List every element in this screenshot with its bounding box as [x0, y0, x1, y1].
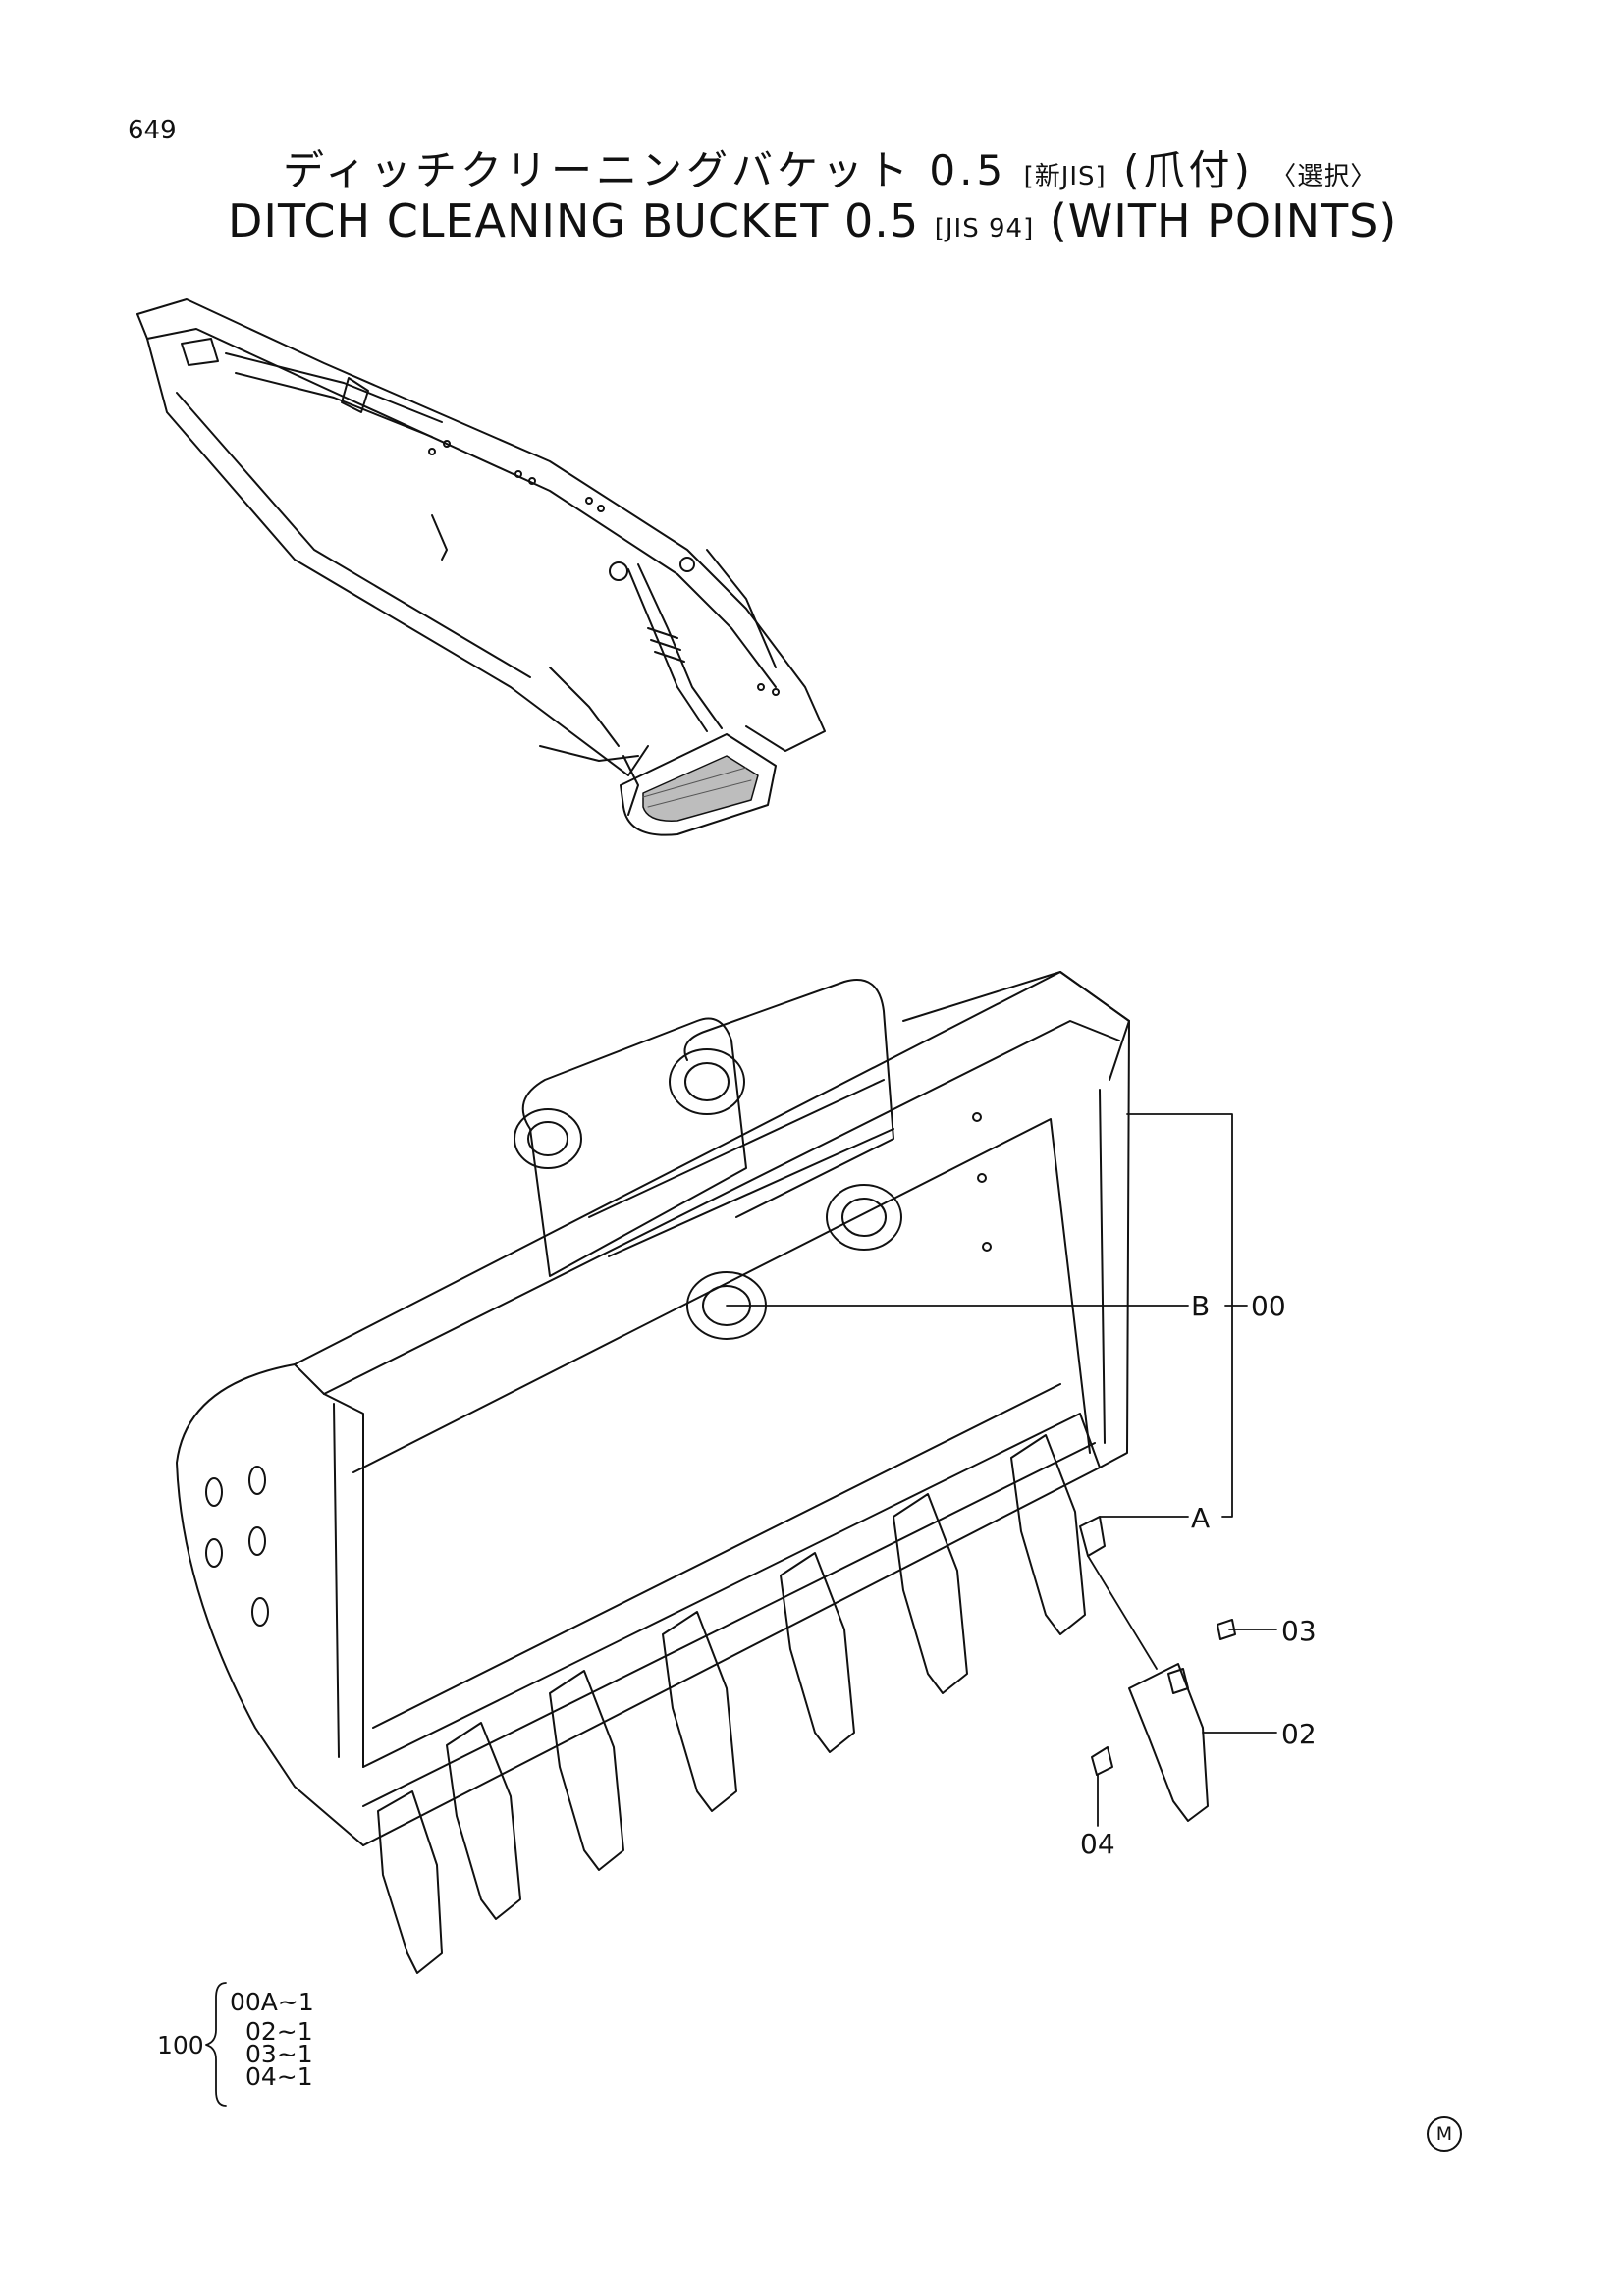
- title-japanese-option: 〈選択〉: [1271, 162, 1378, 191]
- leader-tooth-assembly: [1087, 1555, 1158, 1670]
- callout-b: B: [1191, 1290, 1211, 1322]
- title-japanese-points: (爪付): [1123, 146, 1254, 194]
- title-japanese: ディッチクリーニングバケット 0.5 [新JIS] (爪付) 〈選択〉: [283, 137, 1377, 197]
- title-english: DITCH CLEANING BUCKET 0.5 [JIS 94] (WITH…: [228, 194, 1397, 247]
- title-japanese-standard: [新JIS]: [1023, 162, 1107, 191]
- bucket-teeth: [377, 1434, 1236, 1974]
- kit-item: 02~1: [245, 2017, 313, 2046]
- leader-lines: [205, 1113, 1277, 2107]
- kit-item: 03~1: [245, 2040, 313, 2068]
- title-english-standard: [JIS 94]: [934, 214, 1035, 243]
- kit-number: 100: [157, 2031, 204, 2059]
- machine-overview: [136, 298, 826, 836]
- title-japanese-main: ディッチクリーニングバケット 0.5: [283, 146, 1007, 194]
- maker-mark: M: [1427, 2116, 1462, 2152]
- title-english-points: (WITH POINTS): [1049, 194, 1398, 247]
- callout-part-00: 00: [1251, 1290, 1286, 1322]
- page-number: 649: [128, 116, 177, 145]
- callout-part-03: 03: [1281, 1615, 1317, 1647]
- leader-bracket: [1126, 1113, 1233, 1518]
- ditch-bucket: [176, 971, 1130, 1846]
- callout-a: A: [1191, 1502, 1211, 1534]
- title-english-main: DITCH CLEANING BUCKET 0.5: [228, 194, 920, 247]
- callout-part-04: 04: [1080, 1828, 1115, 1860]
- kit-brace: [205, 1982, 227, 2107]
- kit-item: 04~1: [245, 2062, 313, 2091]
- kit-item: 00A~1: [230, 1988, 314, 2016]
- callout-part-02: 02: [1281, 1718, 1317, 1750]
